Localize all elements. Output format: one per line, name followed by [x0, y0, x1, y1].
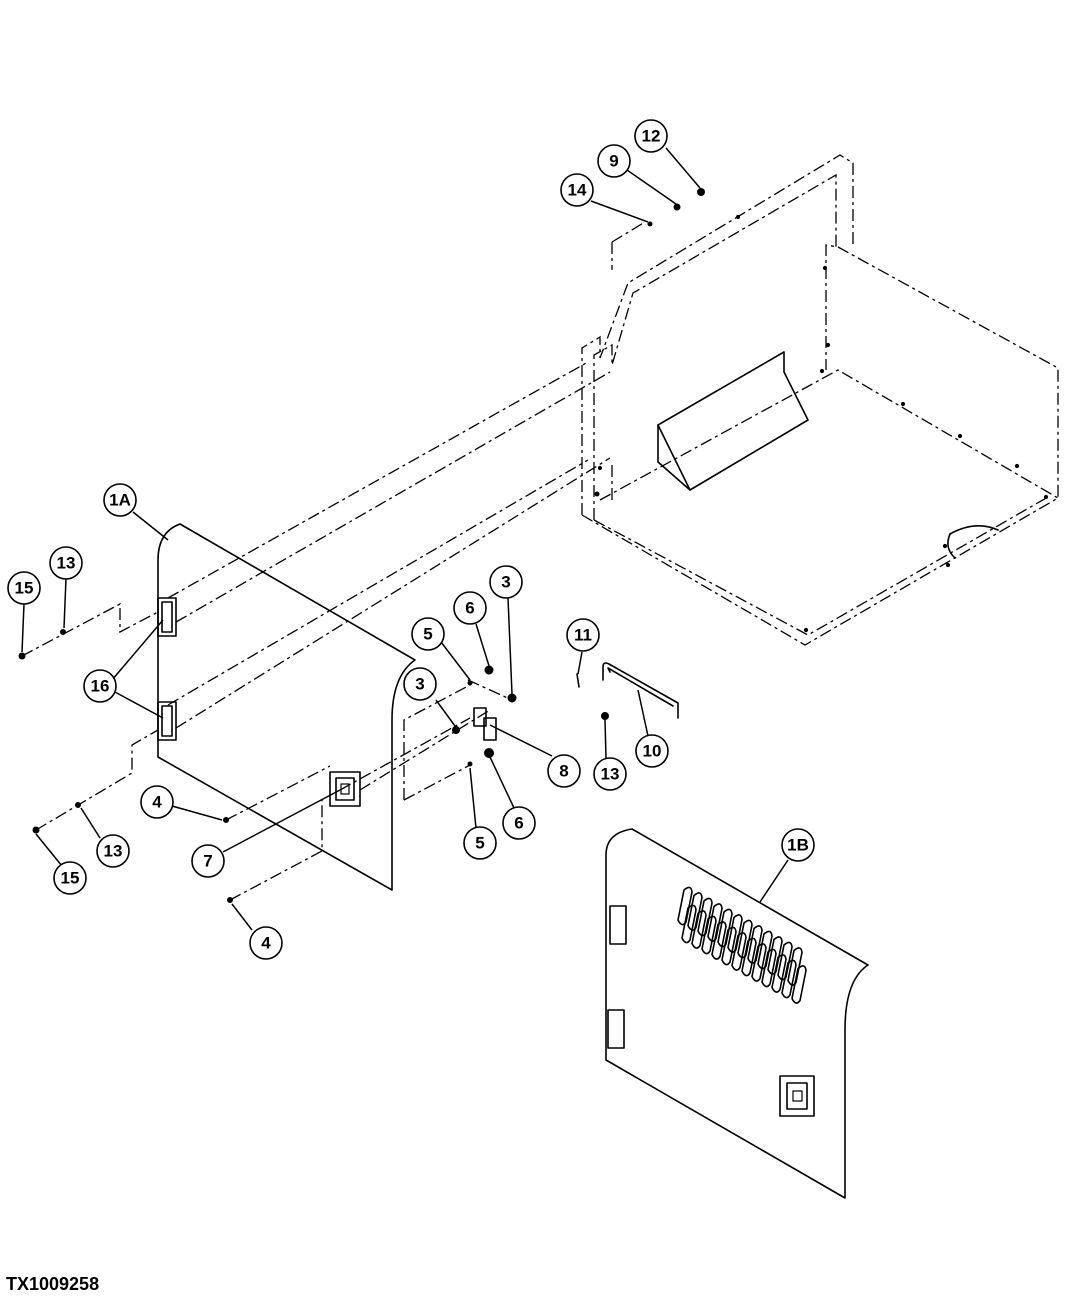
svg-text:8: 8 [559, 762, 568, 781]
louver-slot [721, 926, 737, 966]
louver-slot [711, 921, 727, 960]
svg-text:16: 16 [91, 677, 110, 696]
alignment-lines [21, 361, 611, 901]
callout-12: 12 [634, 119, 668, 153]
louver-slot [691, 910, 707, 949]
panel-1b [605, 828, 869, 1199]
callout-10: 10 [635, 734, 669, 768]
callout-15-upper: 15 [7, 571, 41, 605]
callout-7: 7 [191, 844, 225, 878]
svg-text:7: 7 [203, 852, 212, 871]
louver-slot [771, 954, 787, 993]
callout-5-upper: 5 [411, 617, 445, 651]
callout-3-upper: 3 [489, 565, 523, 599]
callouts: 1A 1B 3 3 4 4 5 5 6 6 7 8 9 10 11 12 13 … [7, 119, 815, 960]
louver-slot [761, 948, 777, 988]
svg-text:1B: 1B [787, 836, 809, 855]
callout-3-lower: 3 [403, 667, 437, 701]
louver-slot [781, 959, 797, 999]
louver-slot [751, 943, 767, 982]
callout-15-lower: 15 [53, 861, 87, 895]
callout-6-upper: 6 [453, 591, 487, 625]
callout-9: 9 [597, 144, 631, 178]
figure-id: TX1009258 [6, 1274, 100, 1294]
svg-text:5: 5 [475, 834, 484, 853]
svg-text:12: 12 [642, 127, 661, 146]
svg-text:3: 3 [501, 573, 510, 592]
svg-text:3: 3 [415, 675, 424, 694]
leader-lines [21, 147, 789, 931]
callout-8: 8 [547, 754, 581, 788]
louver-slot [791, 965, 807, 1004]
svg-text:6: 6 [465, 599, 474, 618]
vent-louvers [677, 886, 807, 1004]
hardware [18, 188, 705, 903]
svg-text:1A: 1A [109, 491, 131, 510]
svg-text:9: 9 [609, 152, 618, 171]
svg-text:10: 10 [643, 742, 662, 761]
callout-1a: 1A [103, 483, 137, 517]
svg-text:5: 5 [423, 625, 432, 644]
callout-1b: 1B [781, 828, 815, 862]
callout-13-right: 13 [593, 757, 627, 791]
svg-text:15: 15 [61, 869, 80, 888]
callout-4-lower: 4 [249, 926, 283, 960]
callout-14: 14 [560, 173, 594, 207]
svg-text:13: 13 [57, 554, 76, 573]
louver-slot [731, 932, 747, 971]
callout-16: 16 [83, 669, 117, 703]
callout-4-upper: 4 [140, 785, 174, 819]
svg-text:15: 15 [15, 579, 34, 598]
svg-text:11: 11 [574, 626, 592, 645]
panel-1a [157, 523, 416, 891]
callout-5-lower: 5 [463, 826, 497, 860]
callout-13-left-lower: 13 [96, 834, 130, 868]
svg-text:14: 14 [568, 181, 587, 200]
louver-slot [681, 904, 697, 944]
svg-text:13: 13 [601, 765, 620, 784]
svg-text:6: 6 [514, 814, 523, 833]
svg-text:13: 13 [104, 842, 123, 861]
callout-6-lower: 6 [502, 806, 536, 840]
louver-slot [741, 937, 757, 977]
louver-slot [701, 915, 717, 955]
callout-11: 11 [566, 618, 600, 652]
enclosure-frame [581, 154, 1059, 646]
svg-text:4: 4 [261, 934, 271, 953]
svg-text:4: 4 [152, 793, 162, 812]
callout-13-left-upper: 13 [49, 546, 83, 580]
